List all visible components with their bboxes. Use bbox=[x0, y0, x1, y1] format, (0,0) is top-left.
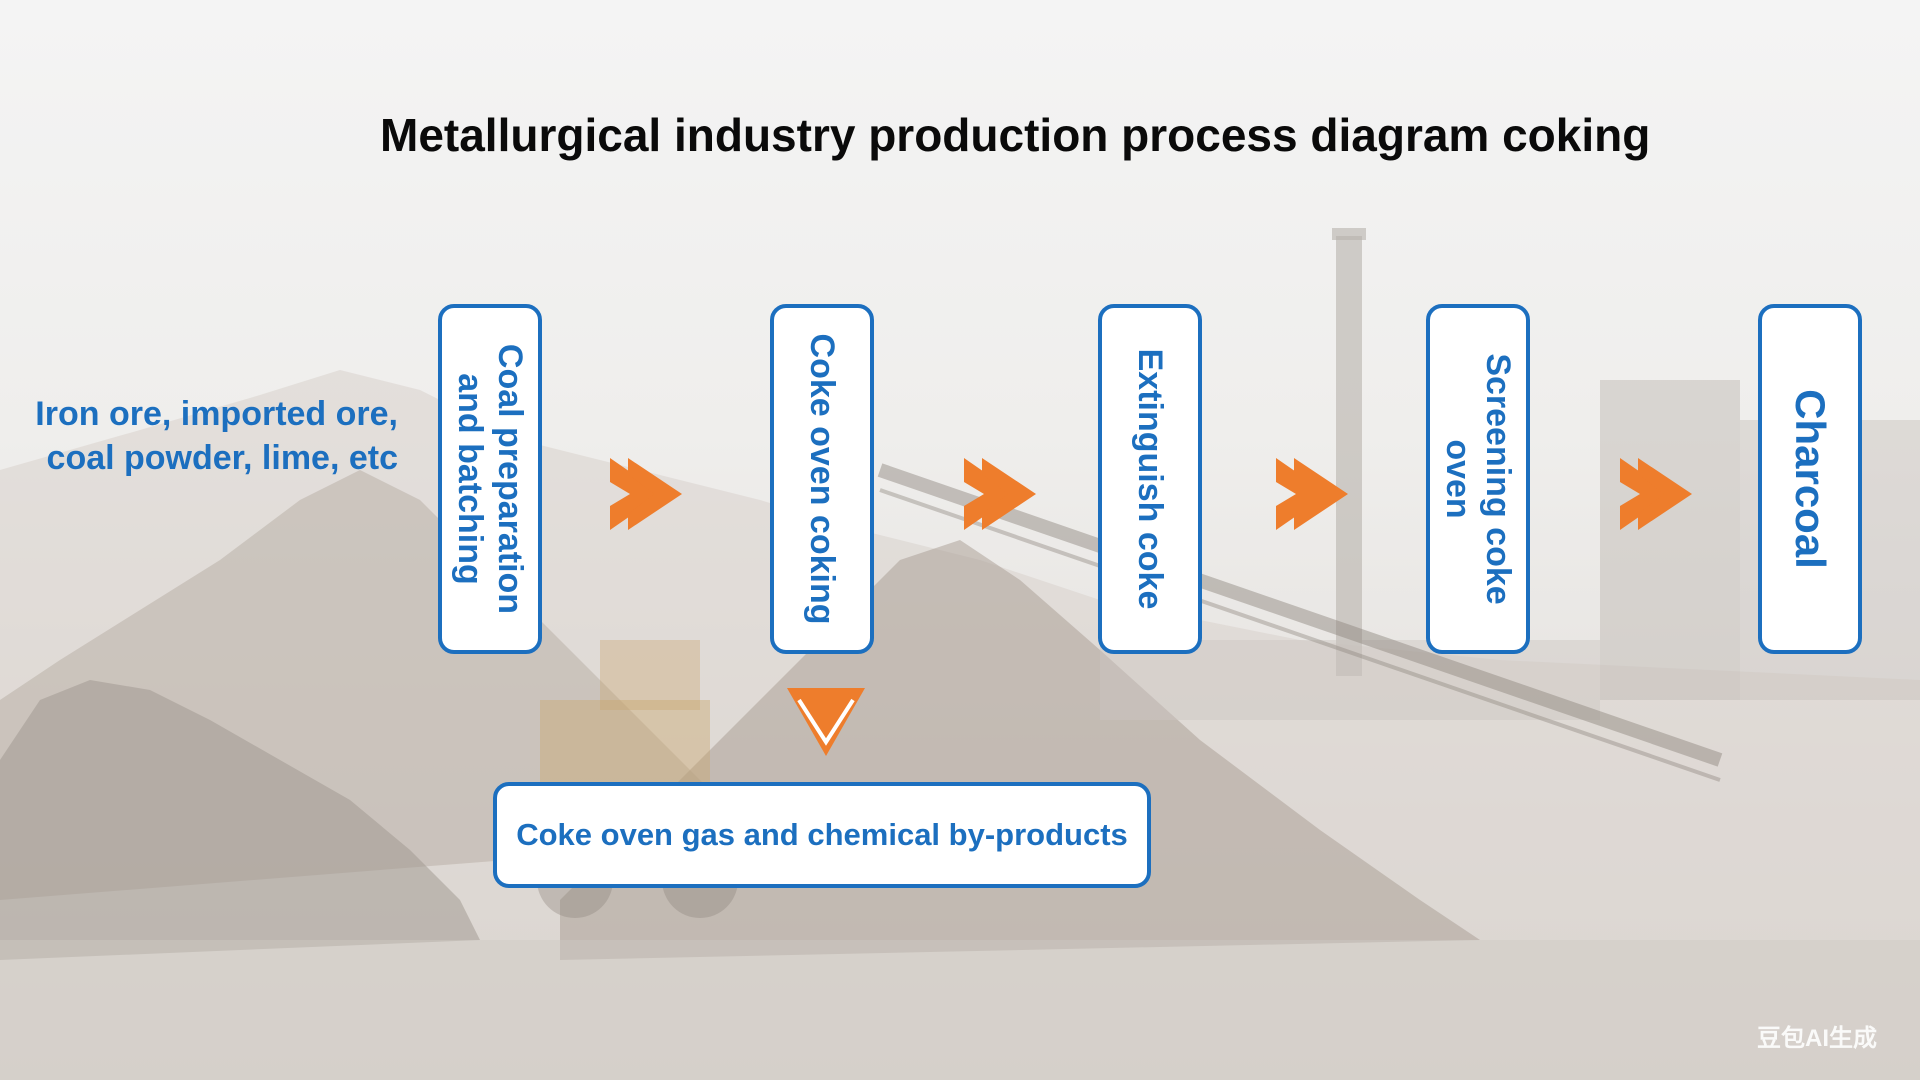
double-chevron-right-icon bbox=[610, 458, 682, 530]
page-title: Metallurgical industry production proces… bbox=[380, 109, 1651, 161]
step-label: Charcoal bbox=[1787, 389, 1834, 569]
byproduct-box: Coke oven gas and chemical by-products bbox=[493, 782, 1151, 888]
step-screening-coke-oven: Screening coke oven bbox=[1426, 304, 1530, 654]
double-chevron-right-icon bbox=[1620, 458, 1692, 530]
watermark: 豆包AI生成 bbox=[1757, 1025, 1877, 1052]
step-label: Screening coke oven bbox=[1439, 353, 1517, 605]
double-chevron-right-icon bbox=[1276, 458, 1348, 530]
input-materials-line-1: Iron ore, imported ore, bbox=[35, 395, 398, 433]
input-materials-label: Iron ore, imported ore, coal powder, lim… bbox=[8, 392, 398, 480]
double-chevron-right-icon bbox=[964, 458, 1036, 530]
step-coke-oven-coking: Coke oven coking bbox=[770, 304, 874, 654]
step-label: Coke oven coking bbox=[803, 333, 841, 625]
input-materials-line-2: coal powder, lime, etc bbox=[46, 439, 398, 477]
step-charcoal: Charcoal bbox=[1758, 304, 1862, 654]
step-label: Coal preparation and batching bbox=[451, 343, 529, 615]
triangle-down-icon bbox=[787, 688, 865, 756]
byproduct-label: Coke oven gas and chemical by-products bbox=[516, 817, 1128, 852]
step-extinguish-coke: Extinguish coke bbox=[1098, 304, 1202, 654]
step-coal-preparation: Coal preparation and batching bbox=[438, 304, 542, 654]
step-label: Extinguish coke bbox=[1131, 348, 1169, 610]
